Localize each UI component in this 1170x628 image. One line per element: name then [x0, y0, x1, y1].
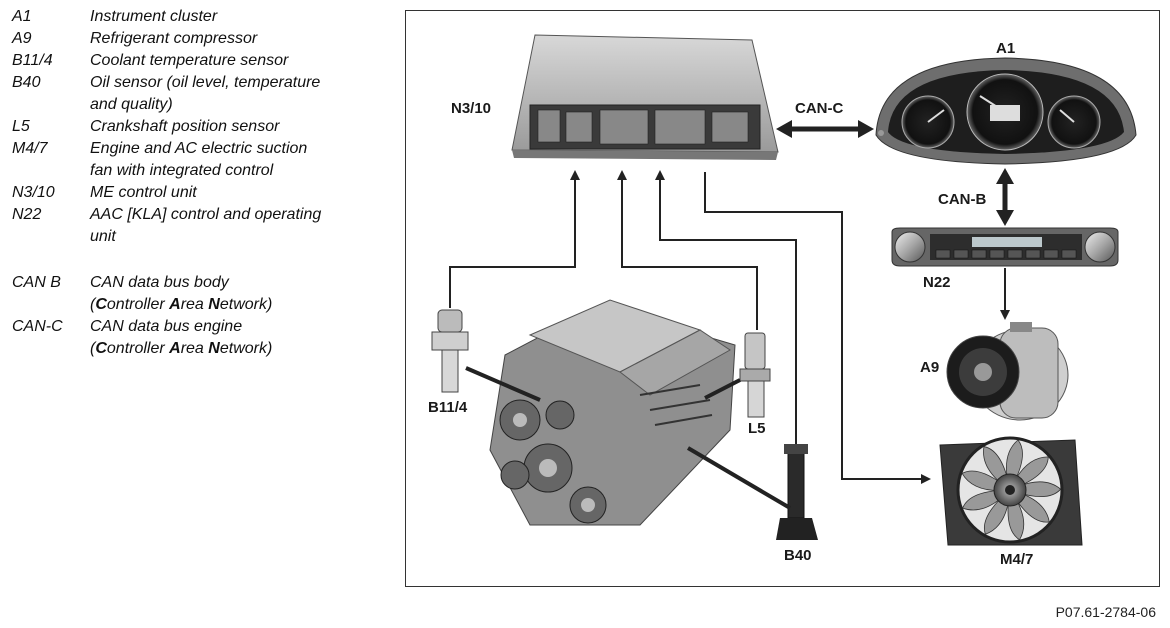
legend-description: AAC [KLA] control and operating unit — [90, 204, 382, 248]
legend-code: N3/10 — [12, 184, 55, 201]
legend-description-line: ME control unit — [90, 184, 197, 201]
legend-description-line: unit — [90, 228, 116, 245]
label-n22: N22 — [923, 274, 951, 291]
legend-description-line: Refrigerant compressor — [90, 30, 258, 47]
engine-image — [489, 299, 736, 526]
label-a1: A1 — [996, 40, 1015, 57]
legend-bus-line2: (Controller Area Network) — [90, 296, 273, 313]
legend-bus-text: etwork) — [219, 340, 273, 357]
can-b-arrow — [996, 168, 1014, 226]
legend-row: N3/10 ME control unit — [12, 182, 382, 204]
legend-description: ME control unit — [90, 182, 382, 204]
legend-description-line: Engine and AC electric suction — [90, 140, 308, 157]
legend-description: Engine and AC electric suction fan with i… — [90, 138, 382, 182]
legend-bus-line1: CAN data bus engine — [90, 318, 243, 335]
legend-code: A9 — [12, 30, 32, 47]
legend-bus-code: CAN B — [12, 274, 61, 291]
refrigerant-compressor-a9-image — [946, 322, 1069, 421]
crankshaft-sensor-l5-image — [739, 332, 771, 418]
legend-description-line: Instrument cluster — [90, 8, 218, 25]
aac-control-panel-n22-image — [891, 227, 1119, 267]
legend-bus-code: CAN-C — [12, 318, 63, 335]
line-l5-to-ecu — [617, 170, 758, 330]
legend-buses: CAN B CAN data bus body (Controller Area N… — [12, 272, 382, 360]
legend-row: A1 Instrument cluster — [12, 6, 382, 28]
legend-description: Oil sensor (oil level, temperature and qu… — [90, 72, 382, 116]
legend-description-line: Oil sensor (oil level, temperature — [90, 74, 321, 91]
legend-code: N22 — [12, 206, 42, 223]
legend-bus-row: CAN-C CAN data bus engine (Controller Area… — [12, 316, 382, 360]
label-b40: B40 — [784, 547, 812, 564]
can-c-arrow — [776, 120, 874, 138]
legend-bus-acronym-letter: N — [208, 296, 220, 313]
legend-bus-text: rea — [180, 340, 209, 357]
pointer-b40 — [686, 446, 792, 510]
instrument-cluster-a1-image — [875, 57, 1137, 165]
pointer-lines — [465, 366, 792, 510]
legend-description: Instrument cluster — [90, 6, 382, 28]
label-b11-4: B11/4 — [428, 399, 468, 416]
legend-code: B11/4 — [12, 52, 53, 69]
legend-description-line: AAC [KLA] control and operating — [90, 206, 322, 223]
legend-bus-acronym-letter: C — [95, 340, 107, 357]
legend-code: L5 — [12, 118, 30, 135]
signal-lines — [449, 170, 1010, 484]
legend-bus-acronym-letter: C — [95, 296, 107, 313]
legend-description: Refrigerant compressor — [90, 28, 382, 50]
coolant-temp-sensor-b11-4-image — [431, 309, 469, 393]
legend-bus-text: rea — [180, 296, 209, 313]
legend-description-line: Coolant temperature sensor — [90, 52, 289, 69]
legend-bus-acronym-letter: A — [169, 340, 181, 357]
legend-code: M4/7 — [12, 140, 48, 157]
legend-row: B11/4 Coolant temperature sensor — [12, 50, 382, 72]
legend-description: Crankshaft position sensor — [90, 116, 382, 138]
pointer-b11-4 — [465, 366, 541, 402]
label-a9: A9 — [920, 359, 939, 376]
legend-bus-text: ontroller — [106, 296, 170, 313]
legend-row: M4/7 Engine and AC electric suction fan wi… — [12, 138, 382, 182]
ecu-n3-10-image — [511, 34, 779, 160]
legend-code: A1 — [12, 8, 32, 25]
electric-suction-fan-m4-7-image — [939, 436, 1083, 546]
reference-code: P07.61-2784-06 — [1055, 604, 1156, 620]
legend-bus-description: CAN data bus engine (Controller Area Netw… — [90, 316, 382, 360]
label-can-c: CAN-C — [795, 100, 843, 117]
line-ecu-to-m4-7 — [704, 172, 931, 484]
line-b40-to-ecu — [655, 170, 797, 444]
legend-bus-line1: CAN data bus body — [90, 274, 229, 291]
label-n3-10: N3/10 — [451, 100, 491, 117]
legend-bus-text: etwork) — [219, 296, 273, 313]
legend-bus-row: CAN B CAN data bus body (Controller Area N… — [12, 272, 382, 316]
legend-bus-line2: (Controller Area Network) — [90, 340, 273, 357]
legend-row: N22 AAC [KLA] control and operating unit — [12, 204, 382, 248]
label-l5: L5 — [748, 420, 766, 437]
legend-bus-acronym-letter: N — [208, 340, 220, 357]
legend-description-line: fan with integrated control — [90, 162, 274, 179]
legend-bus-text: ontroller — [106, 340, 170, 357]
legend-description: Coolant temperature sensor — [90, 50, 382, 72]
legend-row: L5 Crankshaft position sensor — [12, 116, 382, 138]
legend-code: B40 — [12, 74, 41, 91]
oil-sensor-b40-image — [776, 444, 818, 540]
legend-description-line: Crankshaft position sensor — [90, 118, 280, 135]
label-m4-7: M4/7 — [1000, 551, 1033, 568]
legend-row: A9 Refrigerant compressor — [12, 28, 382, 50]
legend-description-line: and quality) — [90, 96, 173, 113]
legend-bus-acronym-letter: A — [169, 296, 181, 313]
label-can-b: CAN-B — [938, 191, 986, 208]
pointer-l5 — [704, 378, 741, 400]
legend-bus-description: CAN data bus body (Controller Area Networ… — [90, 272, 382, 316]
legend-row: B40 Oil sensor (oil level, temperature and… — [12, 72, 382, 116]
line-b11-4-to-ecu — [449, 170, 580, 308]
